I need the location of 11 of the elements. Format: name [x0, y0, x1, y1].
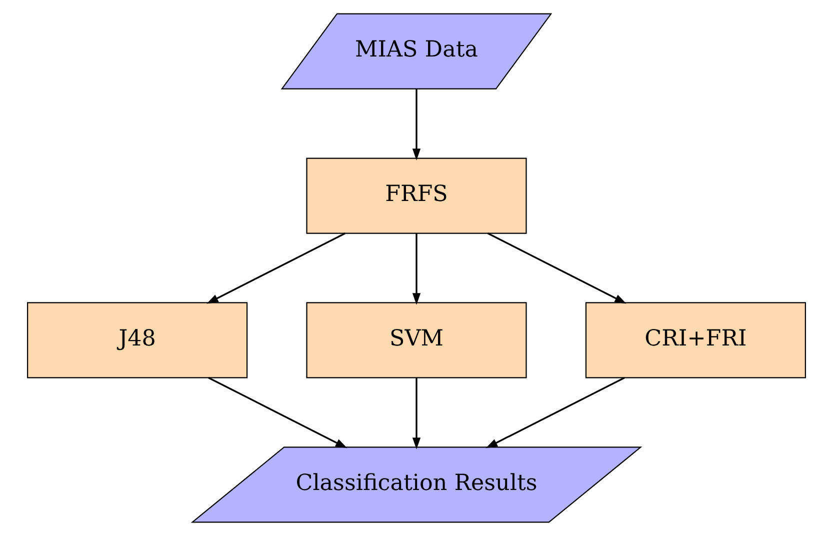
- node-box: SVM: [306, 302, 526, 378]
- arrow: [206, 232, 346, 304]
- arrow: [412, 233, 420, 305]
- node-box: FRFS: [306, 158, 526, 234]
- arrow: [412, 88, 420, 160]
- node-box: J48: [26, 302, 248, 378]
- arrow: [486, 232, 626, 304]
- arrow: [208, 377, 347, 448]
- arrow: [485, 377, 624, 448]
- arrow: [412, 378, 420, 450]
- node-box: CRI+FRI: [584, 302, 806, 378]
